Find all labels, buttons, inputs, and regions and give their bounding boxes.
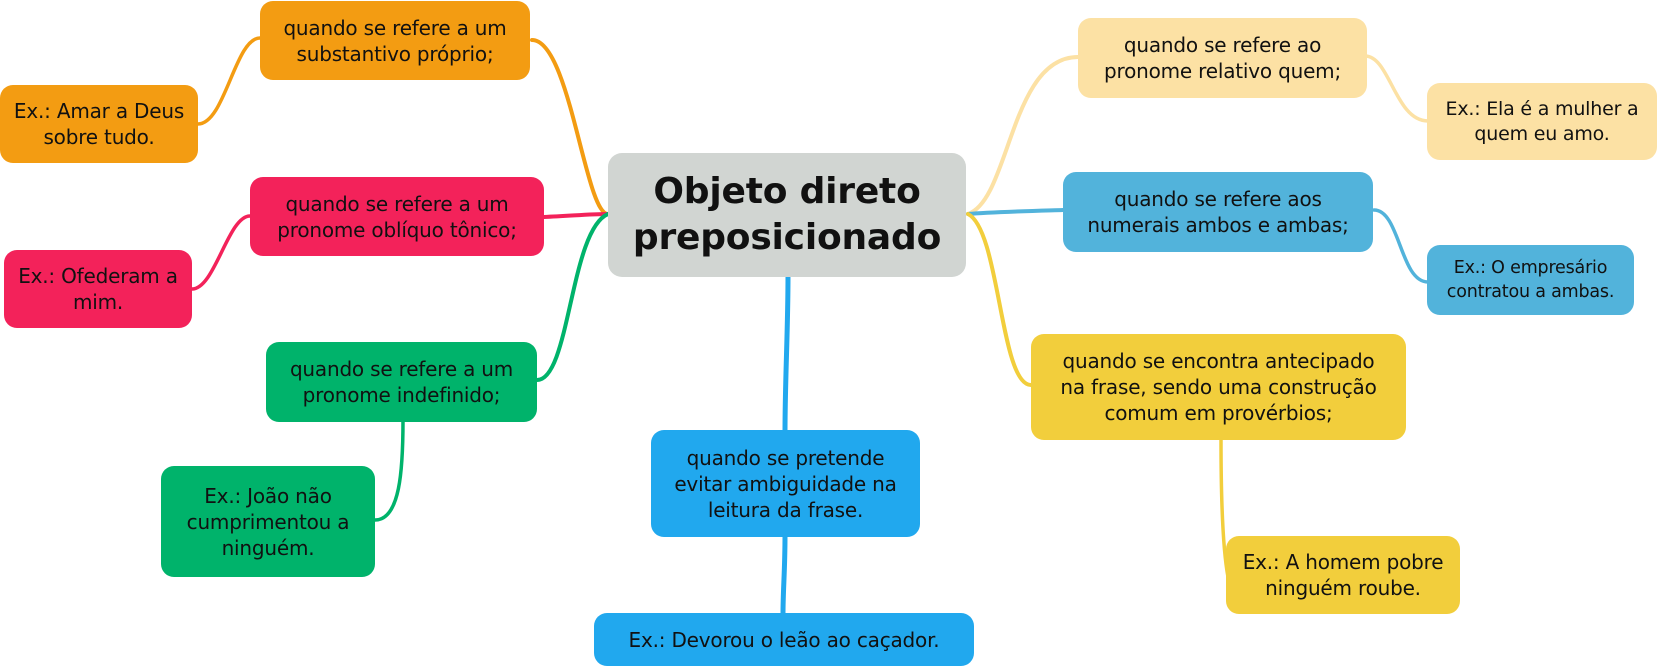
topic-line: numerais ambos e ambas; bbox=[1087, 213, 1349, 237]
connector-indefinido-example bbox=[373, 418, 405, 522]
example-line: cumprimentou a bbox=[186, 509, 350, 534]
example-line: Ex.: Devorou o leão ao caçador. bbox=[628, 627, 940, 652]
example-pronome-obliquo-tonico[interactable]: Ex.: Ofederam a mim. bbox=[4, 250, 192, 328]
topic-line: leitura da frase. bbox=[707, 497, 864, 522]
central-title-line1: Objeto direto bbox=[653, 171, 921, 212]
topic-line: quando se refere ao bbox=[1123, 33, 1322, 57]
example-antecipado-proverbios[interactable]: Ex.: A homem pobre ninguém roube. bbox=[1226, 536, 1460, 614]
topic-line: quando se refere aos bbox=[1114, 187, 1322, 211]
topic-line: comum em provérbios; bbox=[1104, 401, 1333, 425]
topic-line: pronome oblíquo tônico; bbox=[277, 217, 517, 242]
connector-substantivo-example bbox=[196, 36, 262, 126]
topic-numerais-ambos-ambas[interactable]: quando se refere aos numerais ambos e am… bbox=[1063, 172, 1373, 252]
example-line: Ex.: O empresário bbox=[1453, 258, 1608, 278]
example-line: Ex.: A homem pobre bbox=[1242, 550, 1444, 574]
connector-substantivo bbox=[530, 38, 610, 216]
topic-line: quando se refere a um bbox=[285, 191, 509, 216]
connector-relativo-example bbox=[1363, 54, 1430, 123]
topic-line: na frase, sendo uma construção bbox=[1060, 375, 1377, 399]
topic-line: quando se refere a um bbox=[289, 357, 514, 381]
topic-line: quando se pretende bbox=[686, 445, 885, 470]
topic-line: quando se encontra antecipado bbox=[1062, 349, 1375, 373]
topic-line: substantivo próprio; bbox=[296, 41, 494, 66]
topic-evitar-ambiguidade[interactable]: quando se pretende evitar ambiguidade na… bbox=[651, 430, 920, 537]
example-line: ninguém roube. bbox=[1265, 576, 1421, 600]
connector-obliquo bbox=[542, 212, 610, 219]
example-line: contratou a ambas. bbox=[1446, 282, 1615, 302]
connector-numerais-example bbox=[1372, 208, 1430, 284]
topic-line: pronome indefinido; bbox=[302, 383, 501, 407]
example-pronome-relativo-quem[interactable]: Ex.: Ela é a mulher a quem eu amo. bbox=[1427, 83, 1657, 160]
topic-substantivo-proprio[interactable]: quando se refere a um substantivo própri… bbox=[260, 1, 530, 80]
topic-pronome-obliquo-tonico[interactable]: quando se refere a um pronome oblíquo tô… bbox=[250, 177, 544, 256]
example-line: Ex.: Amar a Deus bbox=[13, 99, 185, 123]
topic-line: pronome relativo quem; bbox=[1104, 59, 1341, 83]
topic-line: quando se refere a um bbox=[283, 15, 507, 40]
connector-relativo bbox=[966, 55, 1080, 216]
topic-pronome-indefinido[interactable]: quando se refere a um pronome indefinido… bbox=[266, 342, 537, 422]
connector-numerais bbox=[966, 208, 1065, 216]
example-line: Ex.: Ela é a mulher a bbox=[1445, 97, 1639, 120]
central-topic[interactable]: Objeto direto preposicionado bbox=[608, 153, 966, 277]
example-line: quem eu amo. bbox=[1474, 122, 1610, 145]
topic-pronome-relativo-quem[interactable]: quando se refere ao pronome relativo que… bbox=[1078, 18, 1367, 98]
example-line: Ex.: Ofederam a bbox=[18, 264, 178, 288]
connector-ambiguidade bbox=[782, 273, 791, 435]
topic-line: evitar ambiguidade na bbox=[674, 471, 897, 496]
example-pronome-indefinido[interactable]: Ex.: João não cumprimentou a ninguém. bbox=[161, 466, 375, 577]
connector-obliquo-example bbox=[190, 214, 252, 291]
example-line: ninguém. bbox=[221, 535, 315, 560]
connector-antecipado bbox=[966, 212, 1033, 387]
example-numerais-ambos-ambas[interactable]: Ex.: O empresário contratou a ambas. bbox=[1427, 245, 1634, 315]
topic-antecipado-proverbios[interactable]: quando se encontra antecipado na frase, … bbox=[1031, 334, 1406, 440]
example-evitar-ambiguidade[interactable]: Ex.: Devorou o leão ao caçador. bbox=[594, 613, 974, 666]
central-title-line2: preposicionado bbox=[632, 217, 942, 258]
example-substantivo-proprio[interactable]: Ex.: Amar a Deus sobre tudo. bbox=[0, 85, 198, 163]
connector-indefinido bbox=[535, 212, 610, 382]
connector-ambiguidade-example bbox=[780, 533, 788, 617]
example-line: Ex.: João não bbox=[204, 483, 332, 508]
example-line: sobre tudo. bbox=[43, 125, 155, 149]
example-line: mim. bbox=[72, 290, 124, 314]
